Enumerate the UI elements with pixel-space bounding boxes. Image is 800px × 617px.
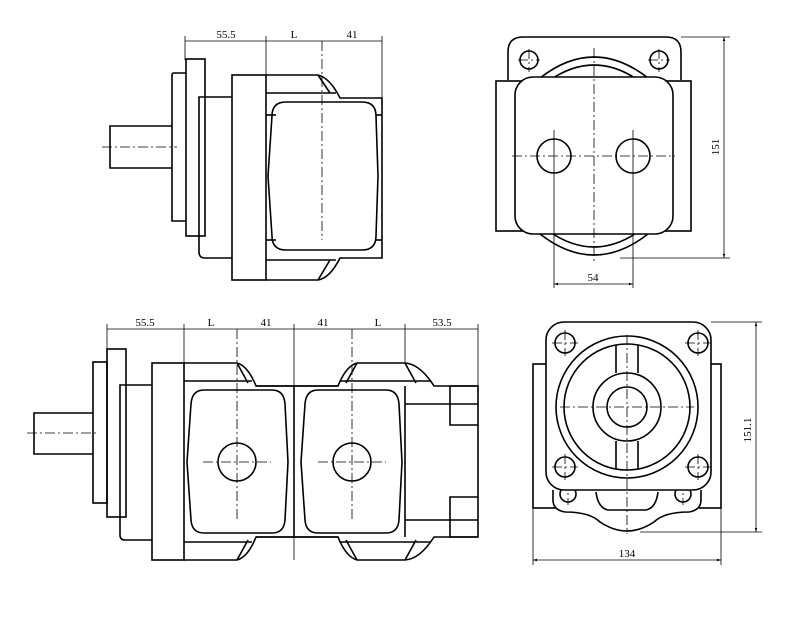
single-pump-side-view: 55.5 L 41 xyxy=(102,29,383,281)
double-pump-side-view: 55.5 L 41 41 L 53.5 xyxy=(27,317,479,561)
port-face-rear xyxy=(300,389,403,534)
pilot-plate xyxy=(92,361,108,504)
port-face xyxy=(267,101,379,251)
dim-port-spacing: 54 xyxy=(588,272,600,284)
dim-flange-length: 55.5 xyxy=(135,317,155,329)
flange-ears xyxy=(507,36,682,80)
port-face-front xyxy=(186,389,289,534)
single-pump-end-view: 54 151 xyxy=(495,36,730,288)
front-cover xyxy=(231,74,267,281)
dim-height: 151.1 xyxy=(742,418,754,443)
rear-notch xyxy=(449,496,478,538)
front-cover xyxy=(151,362,185,561)
dim-l-rear: L xyxy=(375,317,382,329)
dim-flange-length: 55.5 xyxy=(216,29,236,41)
dim-port-offset: 41 xyxy=(347,29,358,41)
dimension-chain-top: 55.5 L 41 xyxy=(184,29,383,280)
dim-l: L xyxy=(291,29,298,41)
mounting-flange xyxy=(106,348,127,518)
dimension-chain-bottom: 55.5 L 41 41 L 53.5 xyxy=(106,317,479,560)
dim-port-offset-front: 41 xyxy=(261,317,272,329)
pilot-plate xyxy=(171,72,186,222)
rear-notch xyxy=(449,385,478,426)
dim-width: 134 xyxy=(619,548,636,560)
dim-height: 151 xyxy=(710,139,722,156)
double-pump-end-view: 151.1 134 xyxy=(532,321,762,565)
pump-body xyxy=(266,74,383,281)
dim-rear-length: 53.5 xyxy=(432,317,452,329)
dim-port-offset-rear: 41 xyxy=(318,317,329,329)
mounting-flange xyxy=(185,58,206,237)
shaft xyxy=(33,412,93,455)
pump-body xyxy=(184,362,479,561)
dim-l-front: L xyxy=(208,317,215,329)
